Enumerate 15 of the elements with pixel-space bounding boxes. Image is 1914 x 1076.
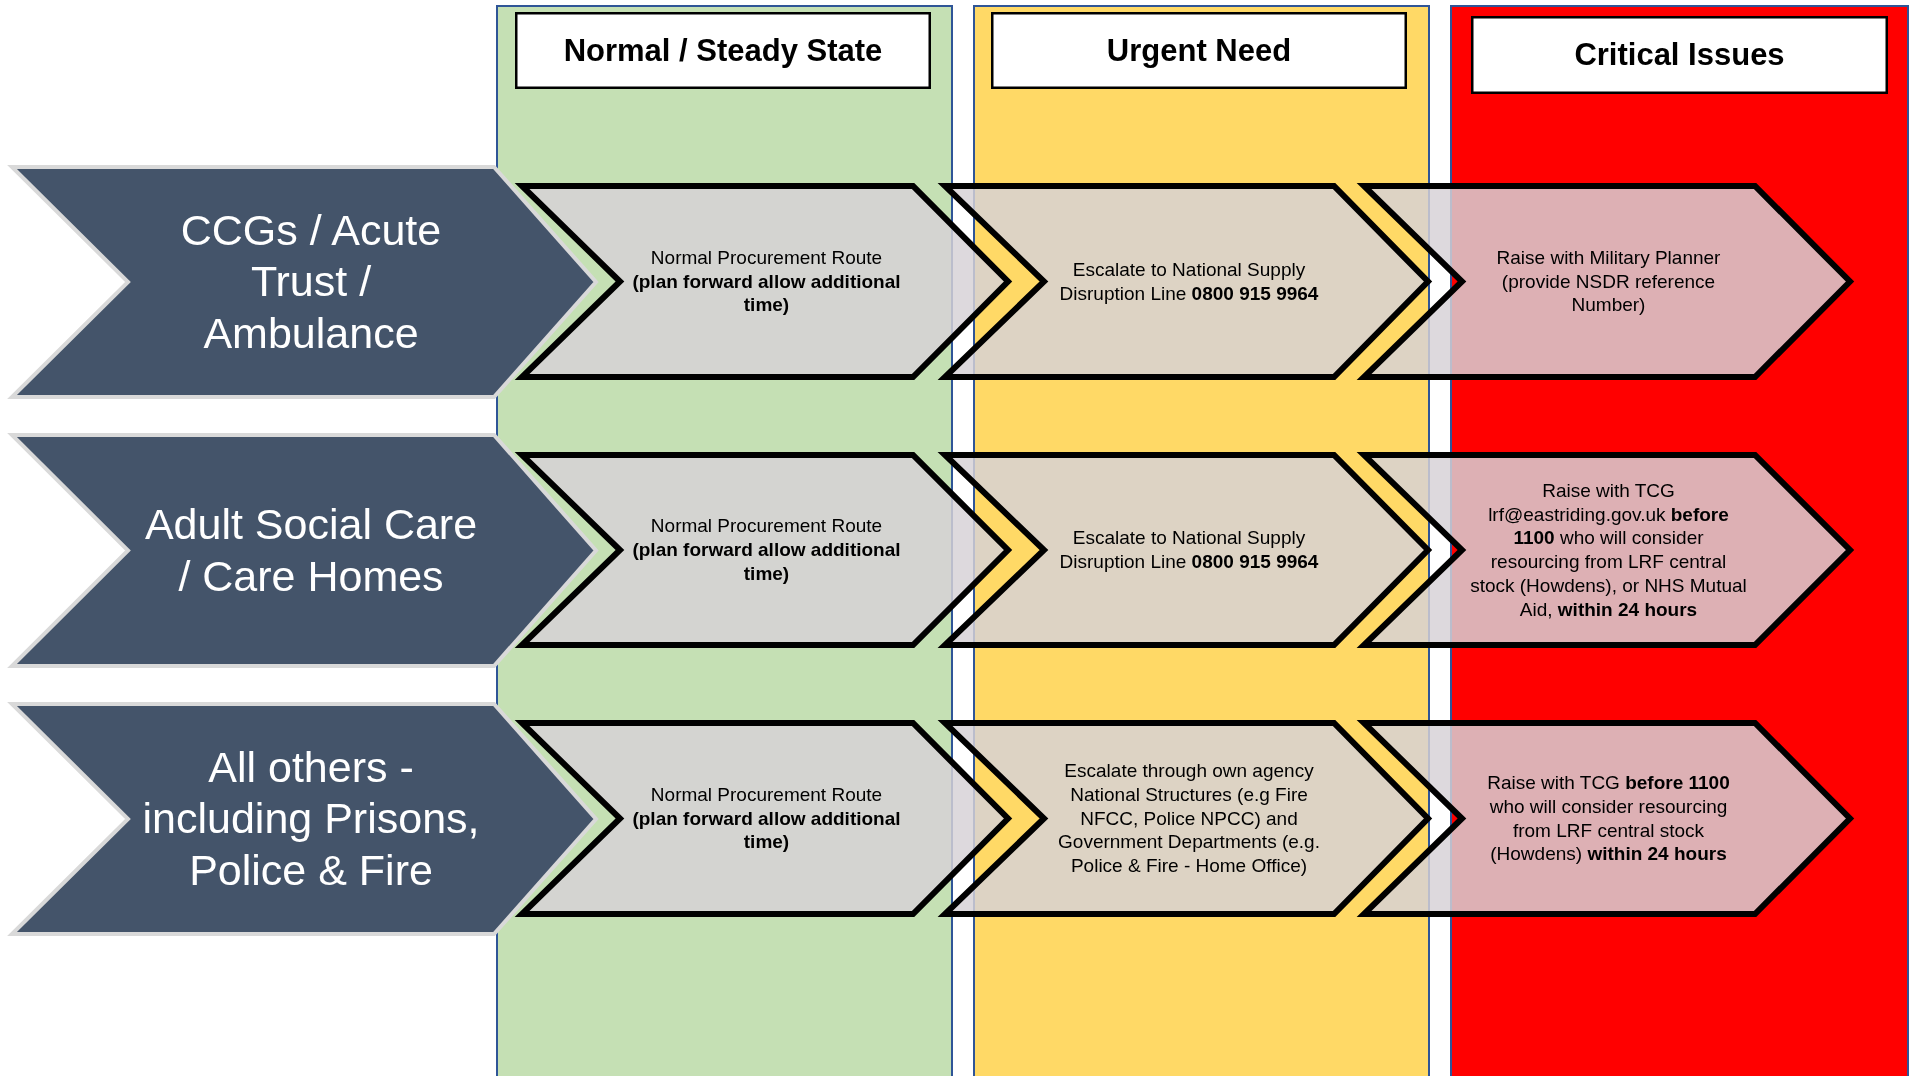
action-text: Normal Procurement Route (plan forward allow additional time) — [631, 782, 902, 855]
action-text: Escalate to National Supply Disruption Line 0800 915 9964 — [1058, 526, 1320, 574]
action-text: Normal Procurement Route (plan forward allow additional time) — [631, 245, 902, 318]
column-header: Normal / Steady State — [563, 31, 883, 70]
row-label: All others - including Prisons, Police & Fire — [141, 741, 481, 896]
action-text: Normal Procurement Route (plan forward allow additional time) — [631, 514, 902, 586]
action-text: Raise with Military Planner (provide NSDR reference Number) — [1495, 245, 1722, 318]
action-text: Raise with TCG before 1100 who will consider resourcing from LRF central stock (Howdens) within 24 hours — [1486, 771, 1731, 866]
row-label: Adult Social Care / Care Homes — [143, 498, 479, 602]
column-header: Urgent Need — [1106, 31, 1292, 70]
row-label: CCGs / Acute Trust / Ambulance — [179, 204, 443, 359]
action-text: Raise with TCG lrf@eastriding.gov.uk before 1100 who will consider resourcing from LRF central stock (Howdens), or NHS Mutual Aid, within 24 hours — [1469, 478, 1748, 622]
action-text: Escalate to National Supply Disruption Line 0800 915 9964 — [1058, 257, 1320, 306]
action-text: Escalate through own agency National Structures (e.g Fire NFCC, Police NPCC) and Government Departments (e.g. Police & Fire - Home Office) — [1057, 759, 1321, 878]
column-header: Critical Issues — [1574, 36, 1785, 74]
